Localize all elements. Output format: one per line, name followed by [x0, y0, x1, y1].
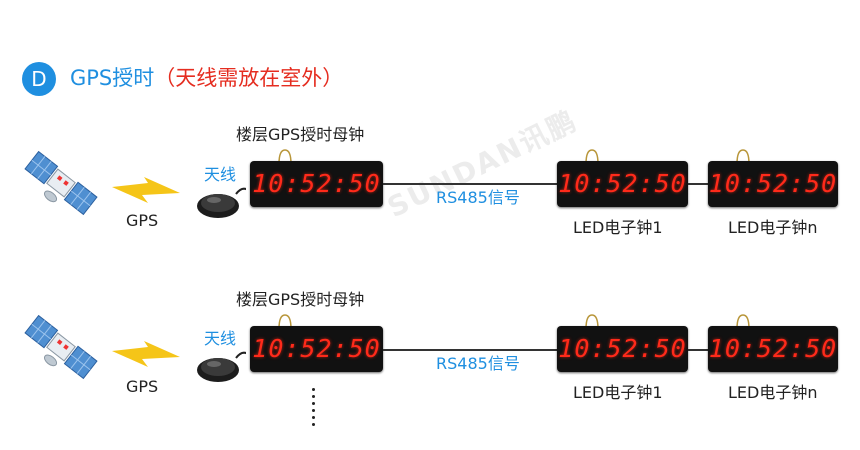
led-clock-n: 10:52:50 [708, 326, 838, 372]
section-title-note: （天线需放在室外） [154, 66, 344, 90]
link-cable [688, 349, 708, 351]
link-cable [688, 183, 708, 185]
led-clock-1: 10:52:50 [557, 161, 688, 207]
lightning-icon [112, 177, 180, 203]
master-clock: 10:52:50 [250, 326, 383, 372]
clock-hook-icon [585, 314, 599, 329]
rs485-label: RS485信号 [436, 354, 520, 373]
led-clock-1-label: LED电子钟1 [573, 383, 663, 402]
gps-antenna-icon [197, 187, 246, 218]
satellite-icon [24, 314, 98, 380]
gps-label: GPS [126, 377, 159, 396]
section-badge: D [22, 62, 56, 96]
led-clock-n-label: LED电子钟n [728, 218, 818, 237]
led-clock-1-label: LED电子钟1 [573, 218, 663, 237]
gps-label: GPS [126, 211, 159, 230]
section-title: GPS授时（天线需放在室外） [70, 63, 343, 93]
led-clock-n-time: 10:52:50 [708, 169, 838, 198]
clock-hook-icon [585, 149, 599, 164]
master-clock: 10:52:50 [250, 161, 383, 207]
master-clock-label: 楼层GPS授时母钟 [236, 290, 365, 309]
clock-hook-icon [278, 314, 292, 329]
continuation-dots [312, 388, 316, 430]
antenna-label: 天线 [204, 165, 237, 184]
antenna-label: 天线 [204, 329, 237, 348]
led-clock-n-time: 10:52:50 [708, 334, 838, 363]
diagram-row-1: GPS 天线 楼层GPS授时母钟 10:52:50 RS485信号 10:52:… [24, 125, 838, 237]
satellite-icon [24, 150, 98, 216]
led-clock-1-time: 10:52:50 [558, 334, 687, 363]
master-clock-time: 10:52:50 [252, 169, 381, 198]
led-clock-n: 10:52:50 [708, 161, 838, 207]
rs485-cable [383, 183, 557, 185]
led-clock-1: 10:52:50 [557, 326, 688, 372]
lightning-icon [112, 341, 180, 367]
clock-hook-icon [736, 149, 750, 164]
master-clock-label: 楼层GPS授时母钟 [236, 125, 365, 144]
rs485-cable [383, 349, 557, 351]
master-clock-time: 10:52:50 [252, 334, 381, 363]
rs485-label: RS485信号 [436, 188, 520, 207]
gps-antenna-icon [197, 351, 246, 382]
section-title-main: GPS授时 [70, 66, 155, 90]
led-clock-1-time: 10:52:50 [558, 169, 687, 198]
led-clock-n-label: LED电子钟n [728, 383, 818, 402]
clock-hook-icon [736, 314, 750, 329]
clock-hook-icon [278, 149, 292, 164]
